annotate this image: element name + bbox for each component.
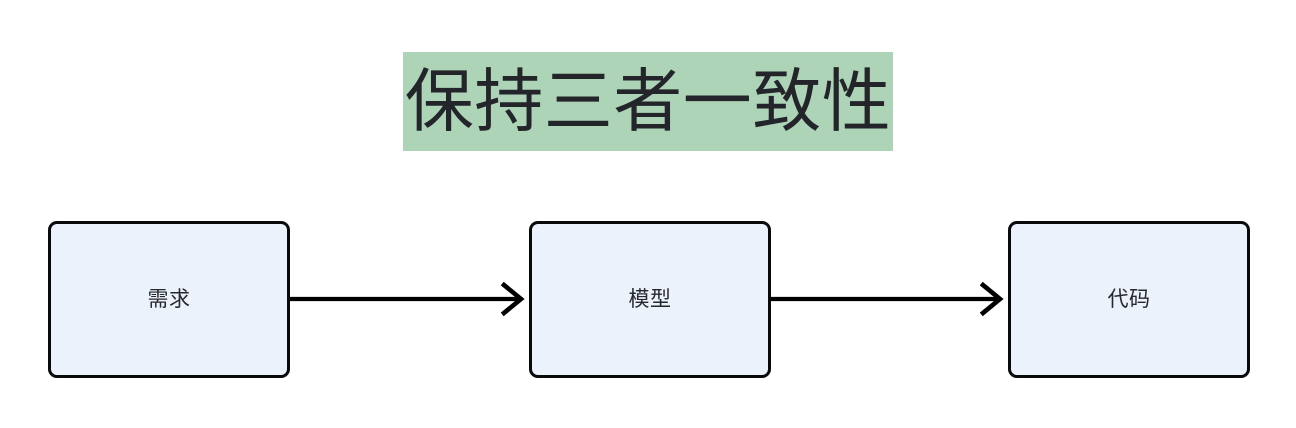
flow-edge-model-to-code [769, 277, 1009, 321]
page-title-text: 保持三者一致性 [402, 52, 894, 151]
flow-node-model[interactable]: 模型 [529, 221, 771, 378]
arrow-right-icon [290, 281, 525, 317]
arrow-right-icon [769, 281, 1004, 317]
flow-node-label: 代码 [1107, 288, 1151, 311]
flow-node-code[interactable]: 代码 [1008, 221, 1250, 378]
flow-node-requirements[interactable]: 需求 [48, 221, 290, 378]
page-title: 保持三者一致性 [0, 52, 1296, 151]
flow-node-label: 模型 [628, 288, 672, 311]
flow-edge-requirements-to-model [290, 277, 530, 321]
flow-node-label: 需求 [147, 288, 191, 311]
